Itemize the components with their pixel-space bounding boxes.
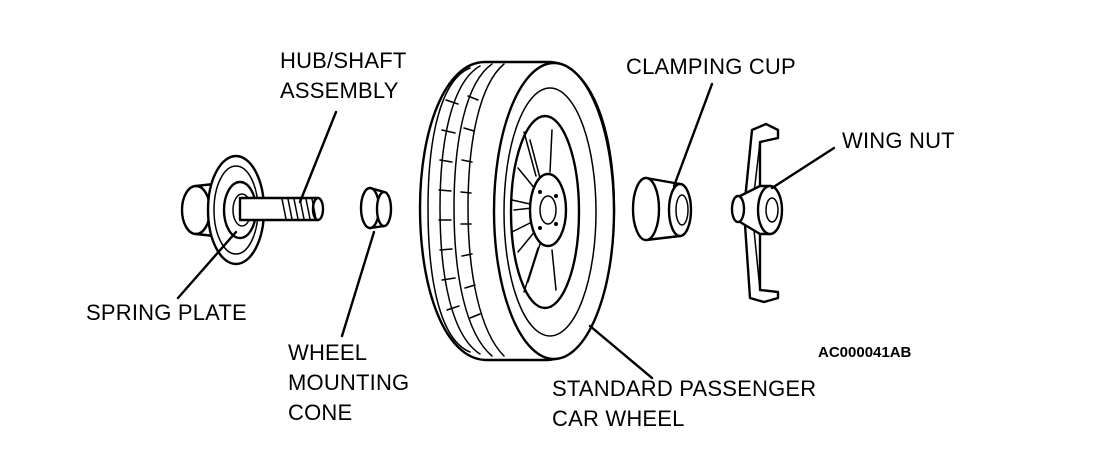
wheel-mounting-cone [359, 186, 393, 230]
leader-lines [176, 82, 836, 380]
label-hub-shaft-assembly: HUB/SHAFT ASSEMBLY [280, 46, 406, 106]
figure-code: AC000041AB [818, 344, 912, 361]
label-spring-plate: SPRING PLATE [86, 300, 247, 325]
clamping-cup [631, 176, 693, 242]
label-wheel-line2: CAR WHEEL [552, 406, 685, 431]
label-cone-line3: CONE [288, 400, 353, 425]
wing-nut [730, 122, 784, 304]
label-clamping-cup: CLAMPING CUP [626, 54, 796, 79]
label-cone-line2: MOUNTING [288, 370, 410, 395]
label-standard-passenger-car-wheel: STANDARD PASSENGER CAR WHEEL [552, 374, 816, 434]
label-wheel-line1: STANDARD PASSENGER [552, 376, 817, 401]
label-cone-line1: WHEEL [288, 340, 368, 365]
leader-spring-plate [176, 230, 238, 300]
spring-plate-hub-shaft [180, 154, 325, 266]
leader-clamping-cup [672, 82, 714, 188]
label-hub-shaft-line2: ASSEMBLY [280, 78, 399, 103]
label-hub-shaft-line1: HUB/SHAFT [280, 48, 407, 73]
leader-mounting-cone [340, 230, 376, 338]
leader-hub-shaft [298, 110, 338, 204]
leader-car-wheel [588, 324, 654, 380]
car-wheel-tire [418, 60, 616, 362]
label-wheel-mounting-cone: WHEEL MOUNTING CONE [288, 338, 409, 428]
label-wing-nut: WING NUT [842, 128, 955, 153]
leader-wing-nut [770, 146, 836, 190]
